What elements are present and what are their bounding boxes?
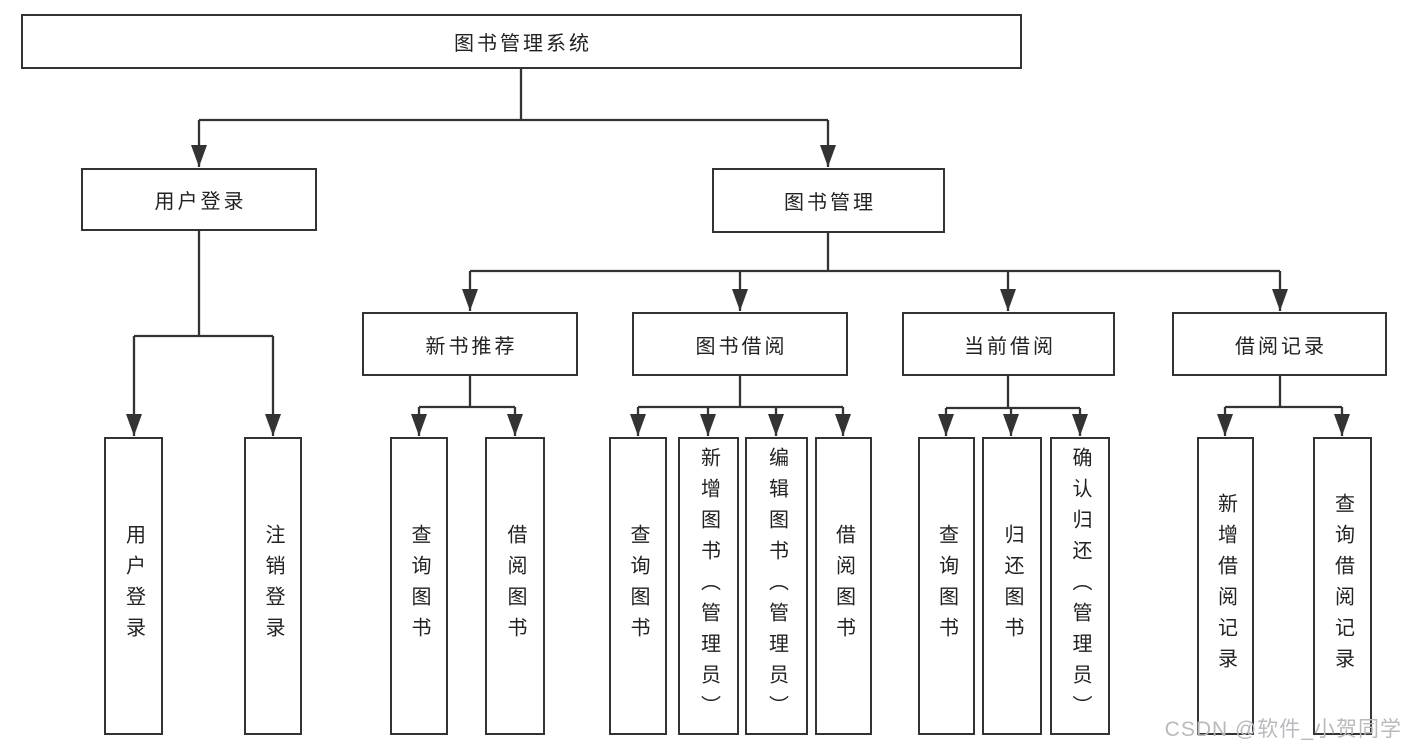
node-new-book-recommend-label: 新书推荐: [425, 335, 518, 358]
connector-borrowing-records-to-leaves: [1217, 376, 1350, 436]
node-borrowing-records: 借阅记录: [1172, 312, 1387, 376]
leaf-add-books-admin-label: 新增图书（管理员）: [697, 446, 720, 726]
node-user-login-label: 用户登录: [154, 191, 247, 213]
connector-current-borrowing-to-leaves: [938, 376, 1088, 436]
leaf-return-books-label: 归还图书: [1001, 524, 1023, 648]
leaf-logout: 注销登录: [244, 437, 302, 735]
node-library-system-label: 图书管理系统: [454, 33, 592, 55]
leaf-user-login: 用户登录: [104, 437, 163, 735]
leaf-query-books-recommend: 查询图书: [390, 437, 448, 735]
leaf-query-books-recommend-label: 查询图书: [408, 524, 430, 648]
leaf-query-books-borrowing: 查询图书: [609, 437, 667, 735]
leaf-query-borrow-record: 查询借阅记录: [1313, 437, 1372, 735]
node-book-borrowing-label: 图书借阅: [695, 335, 788, 358]
leaf-borrow-books-recommend-label: 借阅图书: [504, 524, 526, 648]
leaf-add-borrow-record-label: 新增借阅记录: [1214, 493, 1237, 679]
leaf-add-books-admin: 新增图书（管理员）: [678, 437, 739, 735]
leaf-borrow-books-borrowing: 借阅图书: [815, 437, 872, 735]
connector-book-management-to-level3: [462, 233, 1288, 311]
leaf-user-login-label: 用户登录: [122, 524, 145, 648]
watermark: CSDN @软件_小贺同学: [1164, 718, 1402, 741]
node-current-borrowing-label: 当前借阅: [964, 335, 1056, 358]
leaf-confirm-return-admin-label: 确认归还（管理员）: [1069, 446, 1091, 726]
node-book-borrowing: 图书借阅: [632, 312, 848, 376]
leaf-query-books-borrowing-label: 查询图书: [627, 524, 649, 648]
node-book-management: 图书管理: [712, 168, 945, 233]
leaf-query-borrow-record-label: 查询借阅记录: [1331, 493, 1354, 679]
leaf-add-borrow-record: 新增借阅记录: [1197, 437, 1254, 735]
leaf-query-books-current-label: 查询图书: [935, 524, 958, 648]
connector-new-book-recommend-to-leaves: [411, 376, 523, 436]
leaf-borrow-books-borrowing-label: 借阅图书: [832, 524, 855, 648]
connector-user-login-to-leaves: [126, 231, 281, 436]
node-book-management-label: 图书管理: [784, 192, 876, 214]
node-library-system: 图书管理系统: [21, 14, 1022, 69]
leaf-edit-books-admin-label: 编辑图书（管理员）: [765, 446, 788, 726]
connector-book-borrowing-to-leaves: [630, 376, 851, 436]
node-user-login: 用户登录: [81, 168, 317, 231]
node-current-borrowing: 当前借阅: [902, 312, 1115, 376]
leaf-confirm-return-admin: 确认归还（管理员）: [1050, 437, 1110, 735]
leaf-borrow-books-recommend: 借阅图书: [485, 437, 545, 735]
leaf-query-books-current: 查询图书: [918, 437, 975, 735]
leaf-return-books: 归还图书: [982, 437, 1042, 735]
node-new-book-recommend: 新书推荐: [362, 312, 578, 376]
connector-root-to-level2: [191, 69, 836, 167]
leaf-logout-label: 注销登录: [262, 524, 284, 648]
leaf-edit-books-admin: 编辑图书（管理员）: [745, 437, 808, 735]
node-borrowing-records-label: 借阅记录: [1235, 335, 1327, 358]
